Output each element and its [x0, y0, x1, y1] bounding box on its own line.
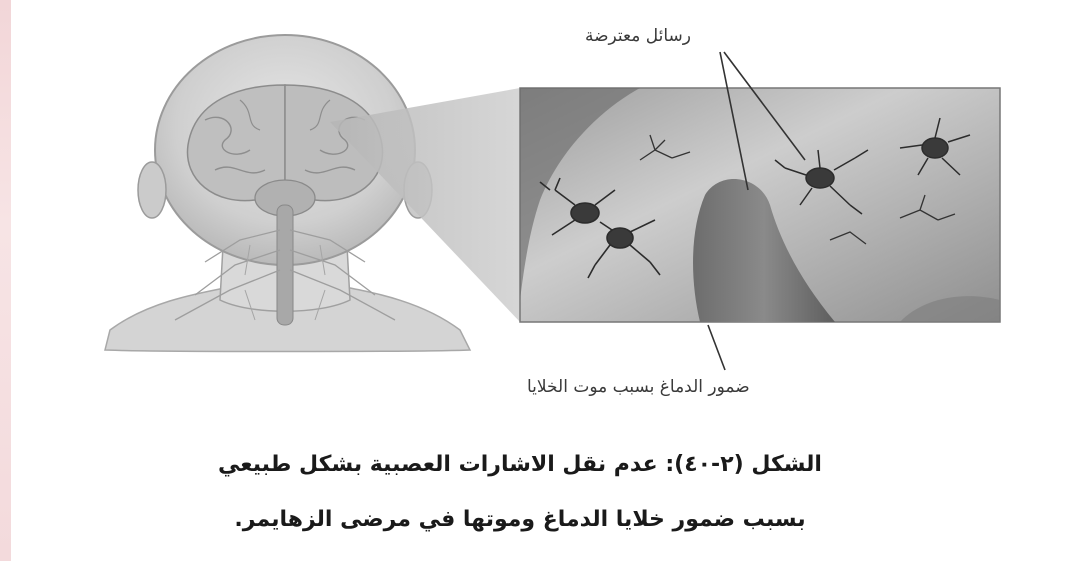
figure-caption-line-1: الشكل (٢-٤٠): عدم نقل الاشارات العصبية ب…: [70, 452, 970, 477]
callout-intercepted-messages: رسائل معترضة: [585, 26, 691, 46]
figure-caption-line-2: بسبب ضمور خلايا الدماغ وموتها في مرضى ال…: [70, 507, 970, 532]
callout-brain-atrophy: ضمور الدماغ بسبب موت الخلايا: [527, 377, 750, 397]
